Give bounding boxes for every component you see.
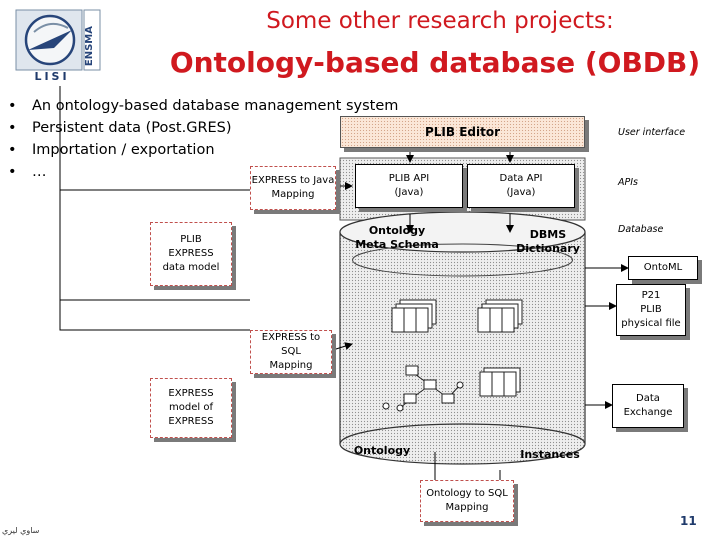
instances-label: Instances bbox=[520, 448, 580, 461]
data-exchange-line-2: Exchange bbox=[623, 407, 673, 418]
lisi-ensma-logo: ENSMA LISI bbox=[14, 8, 102, 86]
user-interface-label: User interface bbox=[618, 127, 686, 138]
ontology-to-sql-line-1: Ontology to SQL bbox=[426, 488, 508, 499]
plib-api-box: PLIB API (Java) bbox=[355, 164, 463, 208]
ontology-tree-icon bbox=[382, 365, 464, 412]
slide-title-line-1: Some other research projects: bbox=[266, 8, 614, 34]
ontoml-label: OntoML bbox=[643, 262, 683, 273]
express-to-sql-line-1: EXPRESS to SQL bbox=[261, 332, 321, 357]
dbms-dictionary-label: DBMS Dictionary bbox=[516, 228, 580, 255]
slide-title-line-2: Ontology-based database (OBDB) bbox=[169, 46, 701, 79]
bullet-item: An ontology-based database management sy… bbox=[8, 95, 408, 117]
ontoml-box: OntoML bbox=[628, 256, 698, 280]
data-api-box: Data API (Java) bbox=[467, 164, 575, 208]
ontology-meta-schema-label: Ontology Meta Schema bbox=[355, 224, 439, 251]
corner-text: ساوي ليري bbox=[2, 526, 40, 535]
ontology-label: Ontology bbox=[353, 444, 411, 457]
express-to-sql-box: EXPRESS to SQL Mapping bbox=[250, 330, 332, 374]
plib-editor-box: PLIB Editor bbox=[340, 116, 585, 148]
database-cylinder bbox=[339, 211, 586, 465]
bullet-item: … bbox=[8, 161, 408, 183]
express-model-line-1: EXPRESS bbox=[168, 388, 214, 399]
bullet-item: Importation / exportation bbox=[8, 139, 408, 161]
data-api-line-1: Data API bbox=[499, 173, 543, 184]
express-model-line-2: model of bbox=[169, 402, 213, 413]
data-exchange-line-1: Data bbox=[636, 393, 660, 404]
ontology-to-sql-line-2: Mapping bbox=[445, 502, 489, 513]
plib-editor-label: PLIB Editor bbox=[424, 125, 501, 139]
plib-express-line-1: PLIB bbox=[180, 234, 202, 245]
bullet-item: Persistent data (Post.GRES) bbox=[8, 117, 408, 139]
p21-line-3: physical file bbox=[621, 318, 681, 329]
ontology-to-sql-box: Ontology to SQL Mapping bbox=[420, 480, 514, 522]
plib-api-line-2: (Java) bbox=[394, 187, 424, 198]
table-stack-icon bbox=[391, 299, 523, 397]
database-label: Database bbox=[618, 224, 664, 235]
plib-express-box: PLIB EXPRESS data model bbox=[150, 222, 232, 286]
express-model-box: EXPRESS model of EXPRESS bbox=[150, 378, 232, 438]
express-to-java-box: EXPRESS to Java Mapping bbox=[250, 166, 336, 210]
plib-express-line-3: data model bbox=[162, 262, 220, 273]
plib-api-line-1: PLIB API bbox=[388, 173, 430, 184]
express-to-java-line-2: Mapping bbox=[271, 189, 315, 200]
page-number: 11 bbox=[680, 514, 697, 528]
express-to-sql-line-2: Mapping bbox=[269, 360, 313, 371]
plib-express-line-2: EXPRESS bbox=[168, 248, 214, 259]
p21-line-2: PLIB bbox=[640, 304, 662, 315]
p21-line-1: P21 bbox=[641, 290, 661, 301]
data-exchange-box: Data Exchange bbox=[612, 384, 684, 428]
express-to-java-line-1: EXPRESS to Java bbox=[251, 175, 335, 186]
apis-label: APIs bbox=[618, 177, 638, 188]
p21-box: P21 PLIB physical file bbox=[616, 284, 686, 336]
data-api-line-2: (Java) bbox=[506, 187, 536, 198]
express-model-line-3: EXPRESS bbox=[168, 416, 214, 427]
bullet-list: An ontology-based database management sy… bbox=[8, 95, 408, 183]
logo-text: LISI bbox=[34, 70, 70, 83]
